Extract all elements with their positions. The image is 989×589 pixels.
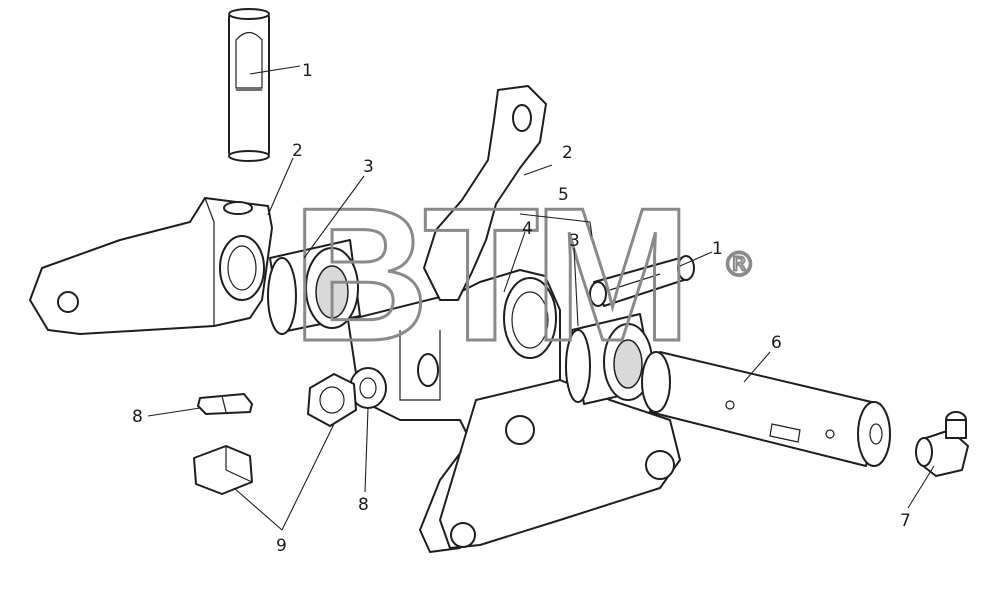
lever-arm-left	[29, 197, 273, 335]
lever-arm-right	[423, 85, 547, 301]
callout-labels: 1 2 3 2 5 4 3 1 6 7 8 8 9	[132, 61, 911, 556]
nut-bottom	[307, 373, 357, 427]
callout-seal: 4	[522, 219, 533, 239]
callout-bushing-right: 3	[569, 231, 580, 251]
btm-watermark: BTM ®	[291, 168, 758, 383]
pin-top	[228, 8, 270, 162]
callout-pin-top: 1	[302, 61, 313, 81]
callout-lever-left: 2	[292, 141, 303, 161]
watermark-text: BTM	[292, 169, 686, 381]
main-bracket	[347, 269, 681, 553]
washer-left	[197, 393, 253, 415]
callout-bushing-left: 3	[363, 157, 374, 177]
callout-washer-bottom: 8	[358, 495, 369, 515]
shaft	[641, 351, 891, 467]
bushing-right	[565, 313, 655, 405]
callout-subassembly: 5	[558, 185, 569, 205]
callout-pin-right: 1	[712, 239, 723, 259]
nut-left	[193, 445, 253, 495]
callout-lever-right: 2	[562, 143, 573, 163]
callout-grease-fitting: 7	[900, 511, 911, 531]
watermark-registered: ®	[722, 245, 756, 285]
bushing-left	[267, 239, 361, 335]
callout-washer-left: 8	[132, 407, 143, 427]
callout-shaft: 6	[771, 333, 782, 353]
callout-nut: 9	[276, 536, 287, 556]
leader-lines	[147, 65, 935, 531]
grease-fitting	[915, 411, 969, 477]
